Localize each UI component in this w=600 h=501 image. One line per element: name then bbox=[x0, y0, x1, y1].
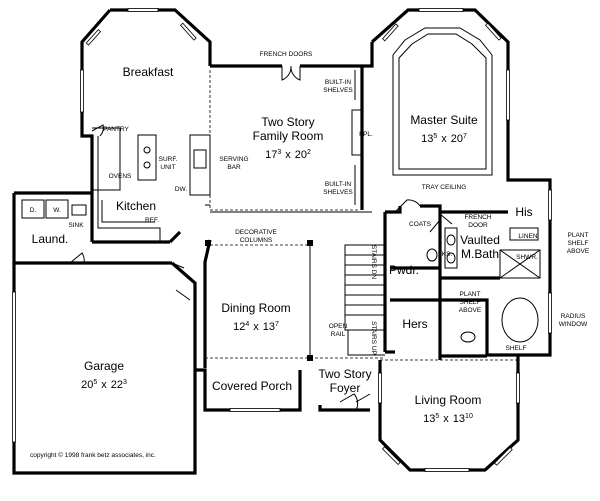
plant-shelf-b-note-1: PLANT bbox=[460, 291, 481, 298]
annotations: FRENCH DOORS PANTRY OVENS SURF. UNIT SER… bbox=[30, 51, 590, 355]
plant-shelf-a-note-1: PLANT bbox=[568, 232, 589, 239]
dining-room-label: Dining Room bbox=[221, 301, 290, 315]
plant-shelf-a-note-3: ABOVE bbox=[567, 248, 590, 255]
coats-note: COATS bbox=[409, 221, 432, 228]
master-suite-label: Master Suite bbox=[410, 113, 478, 127]
living-room-label: Living Room bbox=[415, 393, 482, 407]
french-door-note-2: DOOR bbox=[468, 222, 488, 229]
ref-note: REF. bbox=[145, 217, 159, 224]
fireplace-note: FPL. bbox=[359, 131, 373, 138]
builtin-bottom-note-2: SHELVES bbox=[323, 189, 353, 196]
powder-label: Pwdr. bbox=[389, 263, 419, 277]
ks-note: KS. bbox=[442, 251, 453, 258]
shelf-note: SHELF bbox=[506, 345, 527, 352]
radius-window-note-2: WINDOW bbox=[559, 321, 588, 328]
doors bbox=[69, 65, 453, 411]
sink-note: SINK bbox=[68, 222, 84, 229]
shower-note: SHWR. bbox=[516, 254, 538, 261]
copyright-text: copyright © 1998 frank betz associates, … bbox=[30, 451, 156, 459]
decorative-columns-note-1: DECORATIVE bbox=[235, 229, 277, 236]
washer-note: W. bbox=[53, 207, 61, 214]
bath-label-line2: M.Bath bbox=[461, 247, 499, 261]
ovens-note: OVENS bbox=[109, 173, 132, 180]
builtin-bottom-note-1: BUILT-IN bbox=[325, 181, 352, 188]
family-room-label-line2: Family Room bbox=[253, 129, 324, 143]
surf-unit-note-1: SURF. bbox=[159, 156, 178, 163]
breakfast-label: Breakfast bbox=[123, 65, 174, 79]
builtin-top-note-1: BUILT-IN bbox=[325, 79, 352, 86]
stairs-up-note: STAIRS UP bbox=[370, 321, 377, 355]
covered-porch-label: Covered Porch bbox=[212, 379, 292, 393]
hers-label: Hers bbox=[402, 317, 427, 331]
french-doors-note: FRENCH DOORS bbox=[260, 51, 313, 58]
interior-walls bbox=[168, 66, 508, 368]
radius-window-note-1: RADIUS bbox=[561, 313, 586, 320]
laundry-label: Laund. bbox=[32, 232, 69, 246]
garage-label: Garage bbox=[84, 359, 124, 373]
kitchen-label: Kitchen bbox=[116, 199, 156, 213]
dryer-note: D. bbox=[30, 207, 37, 214]
serving-bar-note-1: SERVING bbox=[219, 156, 248, 163]
his-label: His bbox=[515, 205, 532, 219]
tray-ceiling-note: TRAY CEILING bbox=[422, 184, 467, 191]
foyer-label-line2: Foyer bbox=[330, 381, 361, 395]
dashed-lines bbox=[21, 27, 541, 361]
plant-shelf-a-note-2: SHELF bbox=[568, 240, 589, 247]
plant-shelf-b-note-3: ABOVE bbox=[459, 307, 482, 314]
plant-shelf-b-note-2: SHELF bbox=[460, 299, 481, 306]
stairs-down-note: STAIRS DN bbox=[370, 245, 377, 279]
surf-unit-note-2: UNIT bbox=[160, 164, 175, 171]
pantry-note: PANTRY bbox=[103, 126, 129, 133]
linen-note: LINEN bbox=[518, 233, 537, 240]
foyer-label-line1: Two Story bbox=[318, 367, 371, 381]
open-rail-note-1: OPEN bbox=[329, 323, 348, 330]
builtin-top-note-2: SHELVES bbox=[323, 87, 353, 94]
serving-bar-note-2: BAR bbox=[227, 164, 241, 171]
windows bbox=[12, 8, 552, 472]
french-door-note-1: FRENCH bbox=[464, 214, 491, 221]
open-rail-note-2: RAIL bbox=[331, 331, 346, 338]
dw-note: DW. bbox=[175, 186, 187, 193]
decorative-columns-note-2: COLUMNS bbox=[240, 237, 273, 244]
bath-label-line1: Vaulted bbox=[460, 233, 500, 247]
family-room-label-line1: Two Story bbox=[261, 115, 314, 129]
